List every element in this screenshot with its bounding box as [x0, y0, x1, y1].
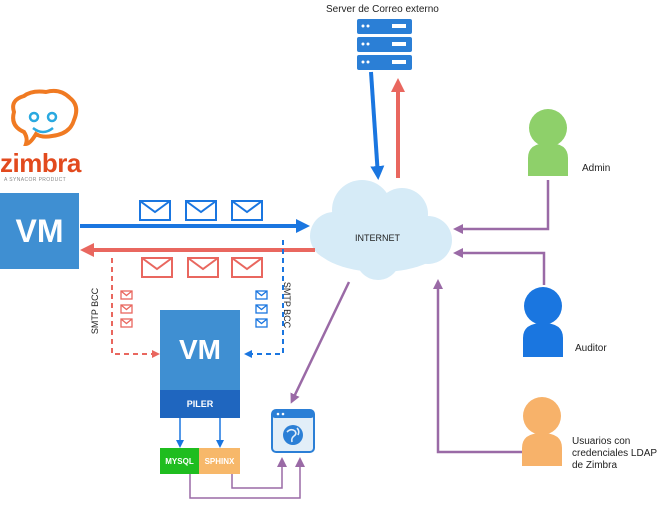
admin-to-internet-arrow	[453, 180, 550, 234]
bcc-blue-dashed-arrow	[244, 240, 284, 358]
bcc-blue-mail-icons	[255, 290, 268, 328]
ldap-users-person-icon	[522, 397, 562, 466]
server-to-internet-arrow	[369, 71, 385, 180]
auditor-person-icon	[523, 287, 563, 357]
mail-server-icon	[357, 19, 412, 70]
piler-vm-box: VM	[160, 310, 240, 390]
zimbra-wordmark: zimbra	[0, 148, 81, 178]
internet-cloud	[310, 180, 452, 280]
mysql-to-webui-line	[189, 457, 305, 499]
incoming-mail-icons	[141, 257, 263, 278]
mysql-box: MYSQL	[160, 448, 199, 474]
main-vm-box: VM	[0, 193, 79, 269]
sphinx-box: SPHINX	[199, 448, 240, 474]
web-browser-icon	[271, 409, 315, 453]
outgoing-mail-icons	[139, 200, 263, 221]
main-vm-label: VM	[15, 212, 64, 249]
sphinx-to-webui-line	[231, 457, 287, 489]
mysql-label: MYSQL	[165, 456, 194, 466]
bcc-red-mail-icons	[120, 290, 133, 328]
bcc-red-dashed-arrow	[111, 258, 160, 358]
piler-label: PILER	[186, 399, 214, 409]
admin-label: Admin	[582, 163, 611, 174]
internet-label: INTERNET	[355, 233, 400, 243]
auditor-label: Auditor	[575, 343, 607, 354]
piler-label-bar: PILER	[160, 390, 240, 418]
piler-vm-label: VM	[179, 334, 221, 365]
internet-to-webui-arrow	[290, 281, 351, 404]
zimbra-tagline: A SYNACOR PRODUCT	[4, 177, 67, 183]
ldap-users-label: Usuarios con credenciales LDAP de Zimbra	[572, 436, 657, 471]
auditor-to-internet-arrow	[453, 248, 546, 285]
smtp-bcc-left-label: SMTP BCC	[90, 287, 101, 335]
admin-person-icon	[528, 109, 568, 176]
smtp-bcc-right-label: SMTP BCC	[282, 281, 293, 329]
server-label: Server de Correo externo	[326, 4, 439, 15]
zimbra-logo	[11, 88, 79, 147]
sphinx-label: SPHINX	[204, 456, 235, 466]
ldap-users-to-internet-arrow	[433, 279, 522, 454]
